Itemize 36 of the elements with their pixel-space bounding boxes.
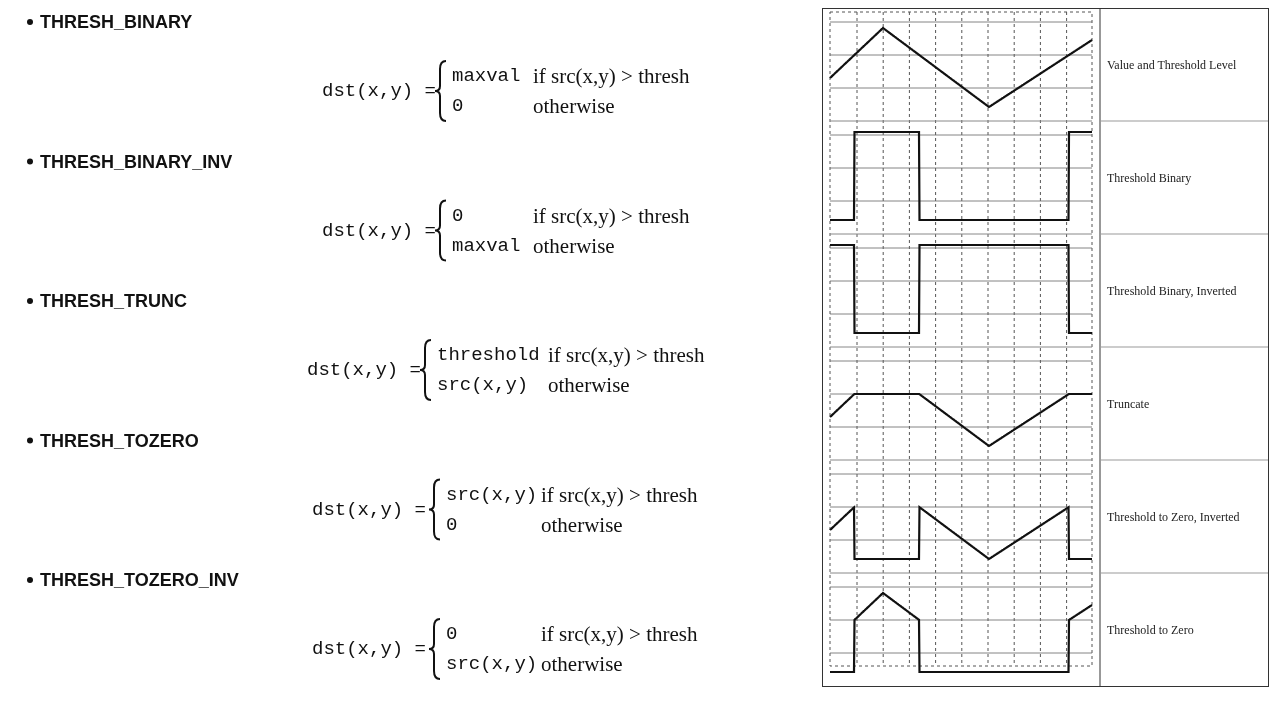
formula-value: maxval (452, 65, 521, 87)
formula-condition: if src(x,y) > thresh (541, 482, 698, 507)
formula-lhs: dst(x,y) = (312, 638, 427, 660)
formula-value: maxval (452, 234, 521, 257)
formula-condition: if src(x,y) > thresh (548, 342, 705, 368)
formula-value: src(x,y) (437, 374, 529, 396)
threshold-type-heading: THRESH_TOZERO (40, 430, 199, 451)
formula-condition: if src(x,y) > thresh (533, 203, 690, 228)
formula-condition: otherwise (541, 512, 623, 537)
threshold-type-heading: THRESH_BINARY (40, 11, 193, 33)
row-label: Threshold Binary (1107, 170, 1192, 185)
formula-condition: otherwise (548, 372, 630, 398)
row-label: Truncate (1107, 396, 1150, 411)
formula-value: 0 (452, 95, 464, 117)
row-label: Threshold to Zero (1107, 622, 1194, 637)
formula-value: 0 (446, 513, 458, 536)
formula-value: src(x,y) (446, 653, 538, 675)
threshold-type-heading: THRESH_BINARY_INV (40, 151, 233, 172)
row-label: Threshold Binary, Inverted (1107, 283, 1237, 298)
formula-lhs: dst(x,y) = (307, 359, 422, 381)
formula-value: 0 (446, 623, 458, 645)
formula-value: threshold (437, 344, 540, 366)
formula-condition: otherwise (533, 93, 615, 119)
formula-value: src(x,y) (446, 483, 538, 506)
formula-condition: otherwise (541, 651, 623, 677)
threshold-type-heading: THRESH_TOZERO_INV (40, 569, 239, 591)
threshold-type-heading: THRESH_TRUNC (40, 290, 187, 312)
formula-condition: otherwise (533, 233, 615, 258)
row-label: Value and Threshold Level (1107, 57, 1237, 72)
formula-value: 0 (452, 204, 464, 227)
formula-lhs: dst(x,y) = (312, 498, 427, 521)
formula-condition: if src(x,y) > thresh (533, 63, 690, 89)
formula-lhs: dst(x,y) = (322, 219, 437, 242)
row-label: Threshold to Zero, Inverted (1107, 509, 1240, 524)
formula-condition: if src(x,y) > thresh (541, 621, 698, 647)
formula-lhs: dst(x,y) = (322, 80, 437, 102)
